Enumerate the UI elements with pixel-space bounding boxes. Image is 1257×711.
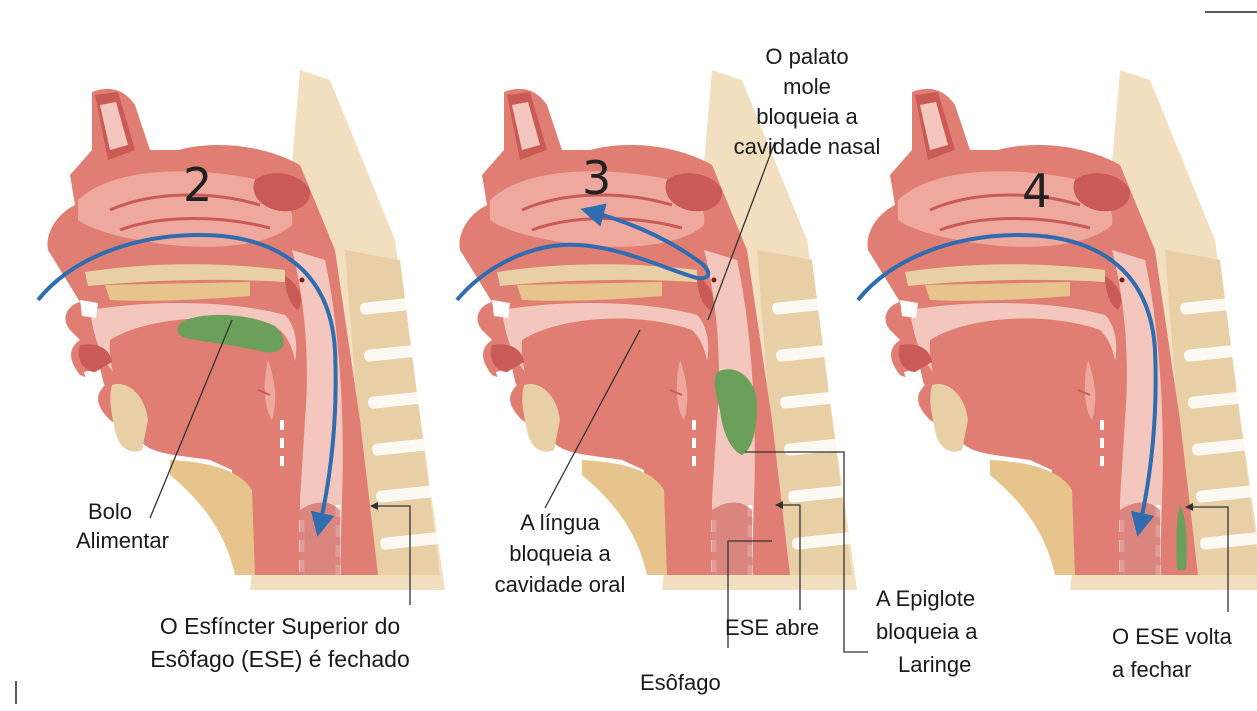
- label-lingua-line2: bloqueia a: [470, 538, 650, 569]
- label-bolo-alimentar: Bolo Alimentar: [76, 497, 176, 555]
- label-ese-abre: ESE abre: [725, 613, 819, 642]
- label-lingua: A língua bloqueia a cavidade oral: [470, 507, 650, 600]
- label-epiglote: A Epiglote bloqueia a Laringe: [876, 582, 978, 681]
- label-bolo-line2: Alimentar: [76, 526, 176, 555]
- label-palato-line1: O palato: [712, 42, 902, 72]
- label-ese-fechado-line1: O Esfíncter Superior do: [130, 610, 430, 643]
- label-ese-volta: O ESE volta a fechar: [1112, 620, 1232, 686]
- label-ese-volta-line1: O ESE volta: [1112, 620, 1232, 653]
- upper-tooth: [492, 300, 510, 318]
- upper-tooth: [80, 300, 98, 318]
- uvula-dot: [1120, 278, 1125, 283]
- esophageal-sphincter: [1120, 503, 1160, 576]
- label-palato-line3: bloqueia a: [712, 102, 902, 132]
- label-ese-fechado-line2: Esôfago (ESE) é fechado: [130, 643, 430, 676]
- panel-number-3: 3: [582, 155, 611, 201]
- label-epiglote-line1: A Epiglote: [876, 582, 978, 615]
- panel-number-2: 2: [183, 162, 212, 208]
- upper-tooth: [900, 300, 918, 318]
- label-palato-line2: mole: [712, 72, 902, 102]
- label-lingua-line1: A língua: [470, 507, 650, 538]
- uvula-dot: [712, 278, 717, 283]
- label-epiglote-line3: Laringe: [876, 648, 978, 681]
- label-ese-fechado: O Esfíncter Superior do Esôfago (ESE) é …: [130, 610, 430, 676]
- label-lingua-line3: cavidade oral: [470, 569, 650, 600]
- label-palato-line4: cavidade nasal: [712, 132, 902, 162]
- label-palato-mole: O palato mole bloqueia a cavidade nasal: [712, 42, 902, 162]
- panel-4: [858, 70, 1257, 590]
- esophageal-sphincter: [300, 503, 340, 576]
- label-esofago: Esôfago: [640, 668, 721, 697]
- label-ese-volta-line2: a fechar: [1112, 653, 1232, 686]
- uvula-dot: [300, 278, 305, 283]
- label-bolo-line1: Bolo: [76, 497, 176, 526]
- esophageal-sphincter: [712, 503, 752, 576]
- panel-number-4: 4: [1022, 168, 1051, 214]
- label-epiglote-line2: bloqueia a: [876, 615, 978, 648]
